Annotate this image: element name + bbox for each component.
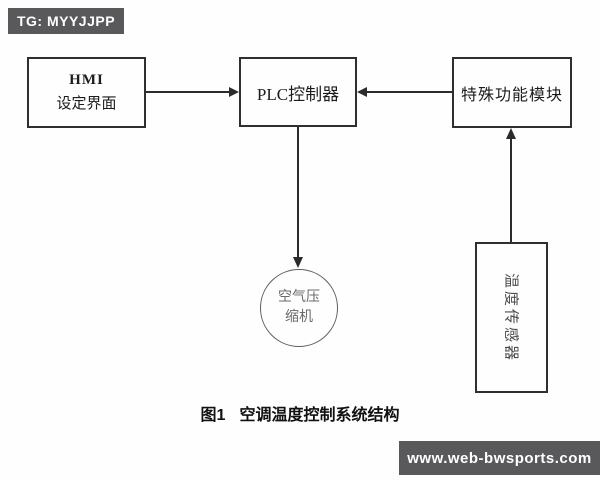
node-special-function-module: 特殊功能模块 xyxy=(452,57,572,128)
node-sensor-label: 温度传感器 xyxy=(502,272,518,363)
node-plc-label: PLC控制器 xyxy=(256,84,340,104)
node-compressor-line2: 缩机 xyxy=(285,310,313,325)
figure-caption: 图1 空调温度控制系统结构 xyxy=(0,401,600,425)
edge-hmi-to-plc-line xyxy=(146,91,231,93)
edge-plc-to-compressor-line xyxy=(297,127,299,258)
arrowhead-right-icon xyxy=(229,87,239,97)
node-sfm-label: 特殊功能模块 xyxy=(460,86,563,104)
node-plc-controller: PLC控制器 xyxy=(239,57,357,127)
arrowhead-down-icon xyxy=(293,257,303,268)
edge-sfm-to-plc-line xyxy=(367,91,452,93)
figure-number: 图1 xyxy=(200,407,226,424)
watermark-bottom-right: www.web-bwsports.com xyxy=(399,441,600,475)
node-compressor-line1: 空气压 xyxy=(278,289,320,305)
arrowhead-up-icon xyxy=(506,128,516,139)
node-hmi-line2: 设定界面 xyxy=(56,95,117,112)
node-hmi-line1: HMI xyxy=(69,72,104,89)
arrowhead-left-icon xyxy=(357,87,367,97)
watermark-bottom-right-text: www.web-bwsports.com xyxy=(407,449,592,467)
watermark-top-left: TG: MYYJJPP xyxy=(8,8,124,34)
node-hmi: HMI 设定界面 xyxy=(27,57,146,128)
watermark-top-left-text: TG: MYYJJPP xyxy=(16,13,116,29)
edge-sensor-to-sfm-line xyxy=(510,139,512,242)
figure-title: 空调温度控制系统结构 xyxy=(239,407,400,424)
node-temperature-sensor: 温度传感器 xyxy=(475,242,548,393)
node-air-compressor: 空气压 缩机 xyxy=(260,269,338,347)
